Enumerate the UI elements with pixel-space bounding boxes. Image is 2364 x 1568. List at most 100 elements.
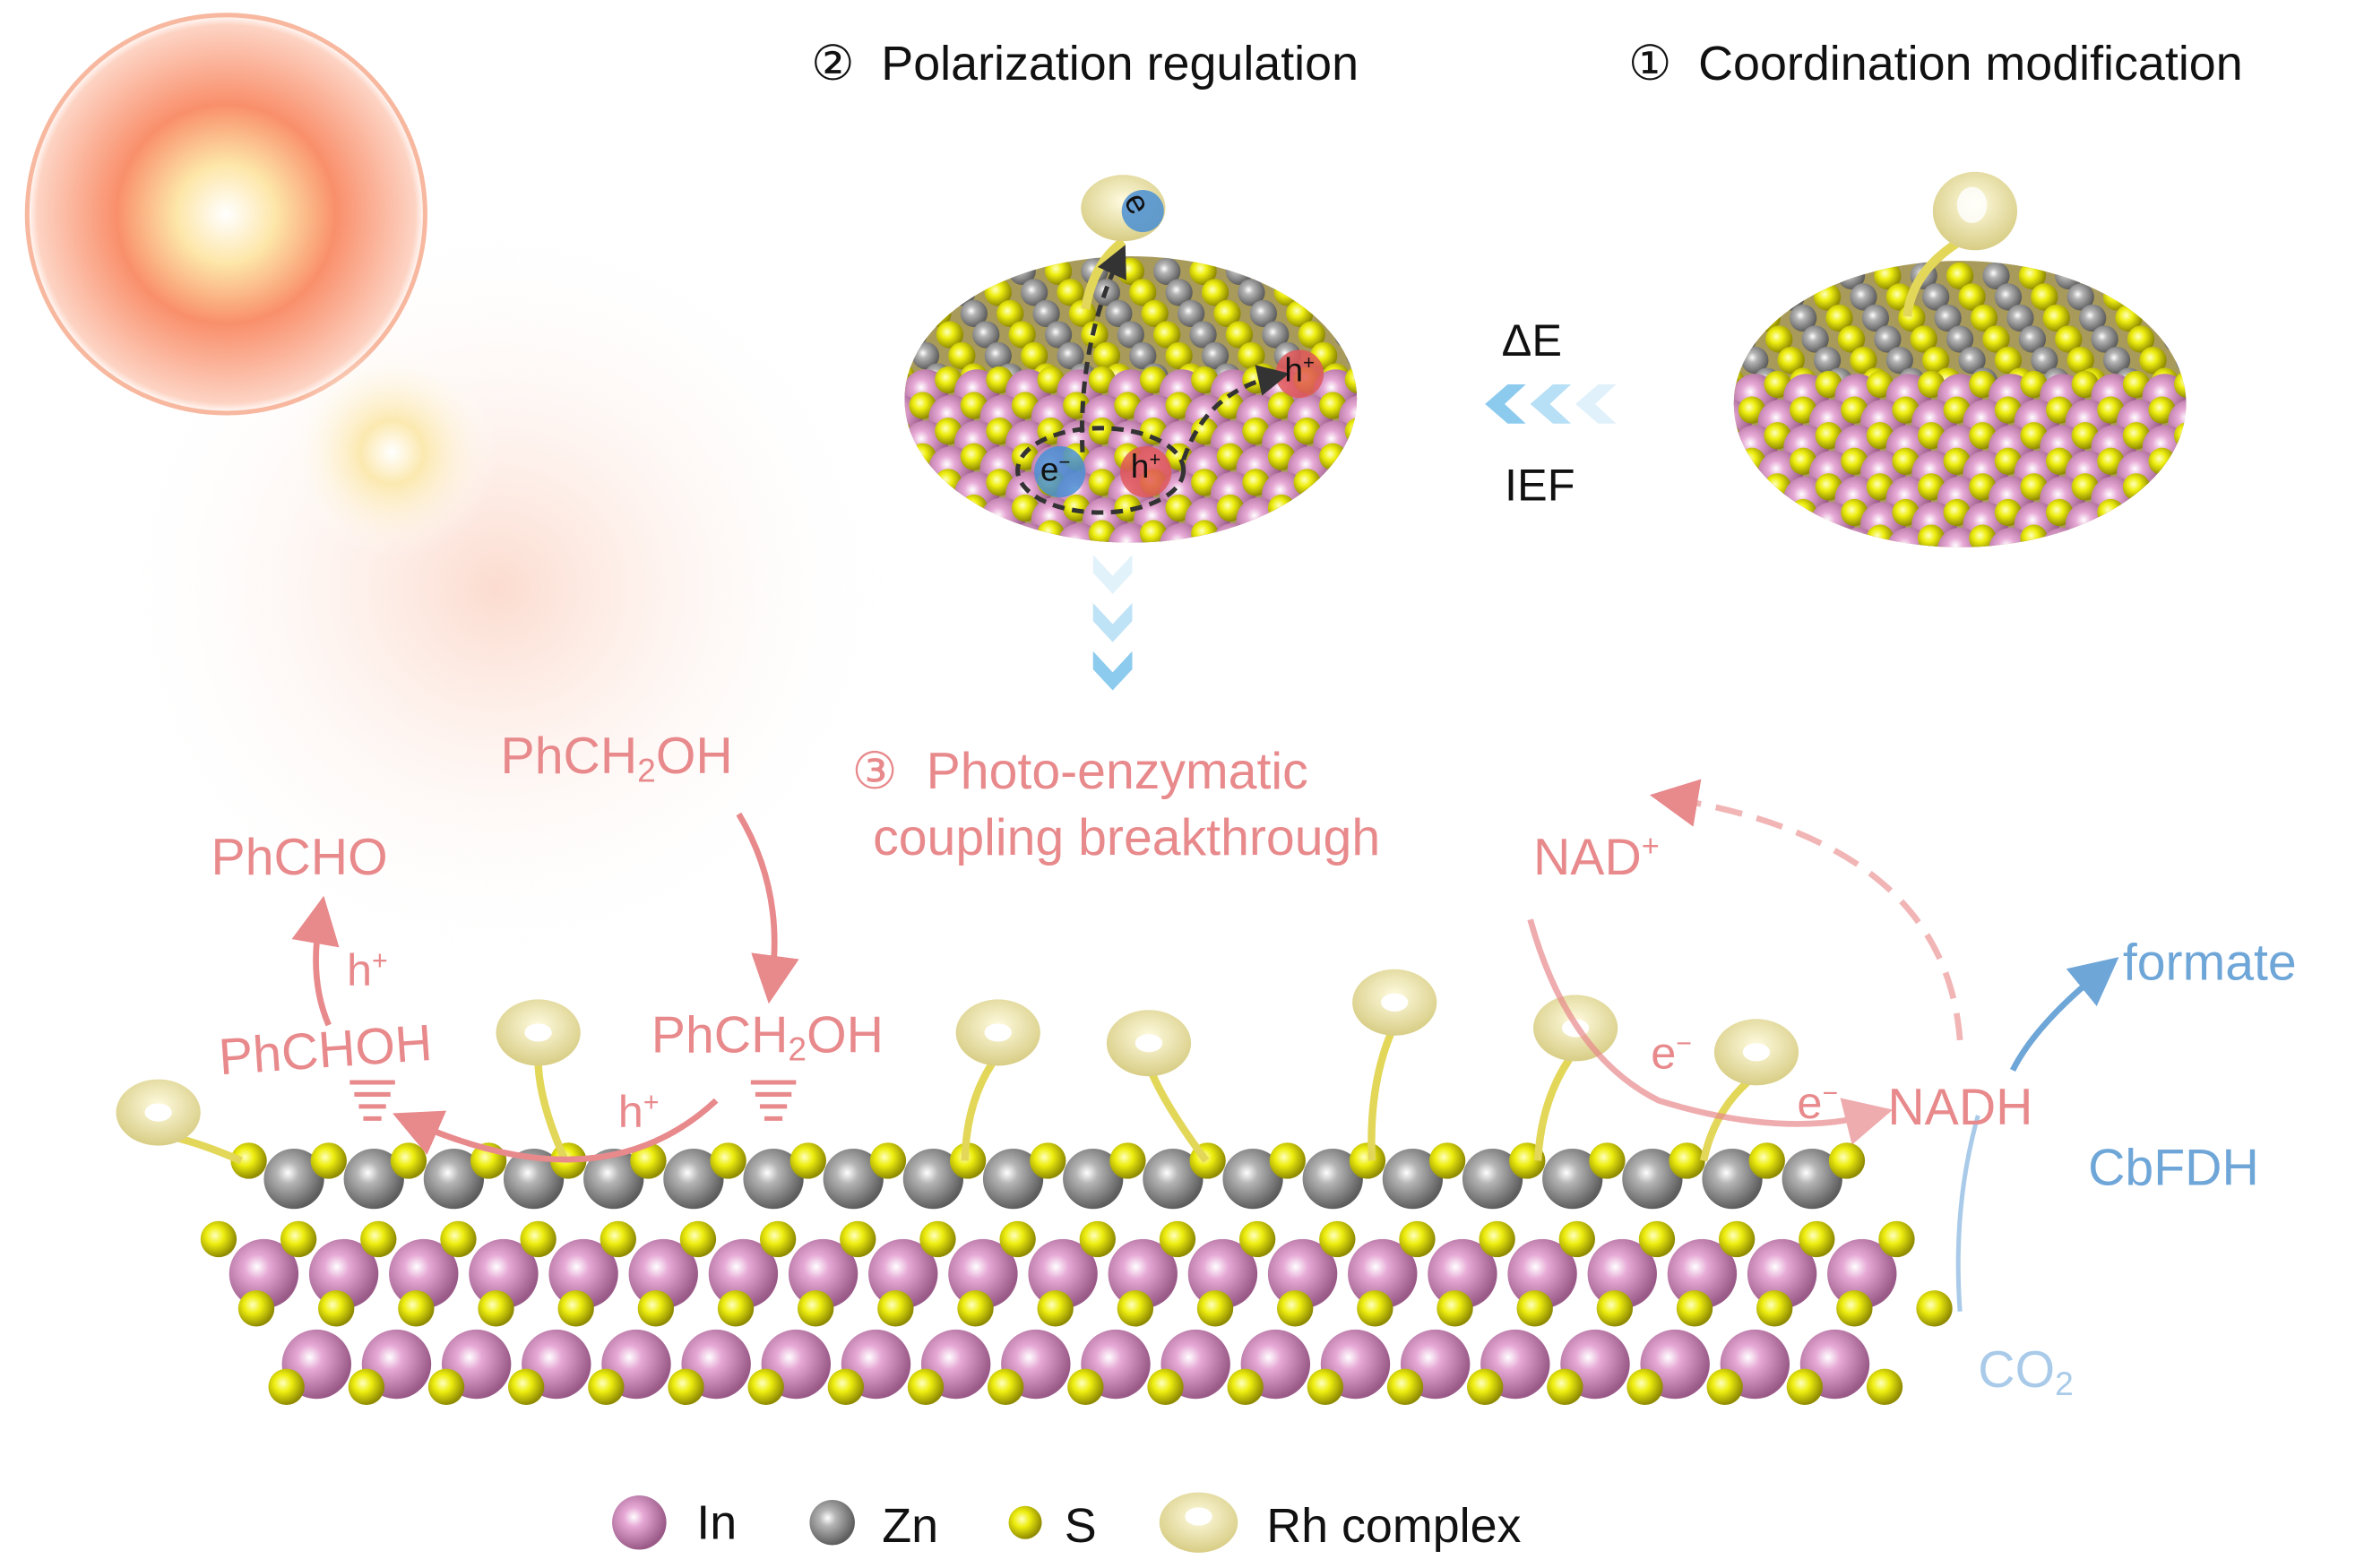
zn-atom <box>1105 299 1133 328</box>
s-atom <box>1431 300 1458 327</box>
zn-atom <box>1419 342 1445 369</box>
s-atom <box>1878 1220 1915 1258</box>
zn-atom <box>583 1148 644 1210</box>
in-atom <box>308 1238 379 1309</box>
zn-atom <box>1946 325 1974 353</box>
s-atom <box>1764 473 1791 501</box>
co2-label: CO2 <box>1978 1341 2074 1403</box>
light-glow <box>286 346 498 558</box>
in-atom <box>788 1238 858 1309</box>
s-atom <box>2328 473 2355 500</box>
in-atom <box>1578 425 1623 470</box>
s-atom <box>1516 1290 1553 1327</box>
s-atom <box>507 1368 545 1405</box>
zn-atom <box>2272 263 2299 289</box>
s-atom <box>1473 444 1500 470</box>
s-atom <box>1238 341 1265 370</box>
s-atom <box>717 1290 755 1327</box>
zn-atom <box>876 279 902 306</box>
s-atom <box>1399 1220 1436 1258</box>
s-atom <box>1319 443 1347 470</box>
legend-s-icon <box>1008 1505 1042 1539</box>
s-atom <box>2302 396 2329 423</box>
zn-atom <box>1922 283 1950 311</box>
s-atom <box>2042 304 2070 332</box>
s-atom <box>1383 342 1410 369</box>
in-atom <box>904 445 923 492</box>
in-atom <box>548 1238 618 1309</box>
legend-zn-label: Zn <box>882 1498 939 1553</box>
s-atom <box>1575 495 1602 521</box>
s-atom <box>1370 444 1397 470</box>
s-atom <box>2328 524 2355 551</box>
zn-atom <box>2102 346 2131 375</box>
in-atom <box>1416 420 1461 465</box>
s-atom <box>1357 1290 1393 1327</box>
s-atom <box>1866 524 1894 547</box>
in-atom <box>1416 369 1461 414</box>
zn-atom <box>423 1148 485 1210</box>
s-atom <box>1092 341 1121 370</box>
in-atom <box>2347 425 2364 470</box>
s-atom <box>1141 299 1169 328</box>
s-atom <box>1419 279 1445 306</box>
zn-atom <box>2066 283 2094 311</box>
s-atom <box>2187 305 2214 332</box>
s-atom <box>1958 283 1986 311</box>
s-atom <box>2174 422 2187 450</box>
s-atom <box>2251 448 2278 475</box>
step-number: ① <box>1627 36 1672 90</box>
s-atom <box>2284 347 2311 374</box>
legend-rh-complex-label: Rh complex <box>1266 1498 1522 1553</box>
zn-atom <box>2236 325 2263 352</box>
ief-label: IEF <box>1505 461 1575 512</box>
s-atom <box>1635 396 1662 423</box>
s-atom <box>2353 448 2364 475</box>
zn-atom <box>2320 347 2347 374</box>
s-atom <box>1994 346 2023 375</box>
zn-atom <box>1407 321 1434 348</box>
zn-atom <box>1020 279 1048 306</box>
in-atom <box>1416 472 1461 517</box>
s-atom <box>1467 363 1494 390</box>
s-atom <box>1635 448 1662 475</box>
in-atom <box>1390 395 1435 440</box>
in-atom <box>852 369 897 414</box>
s-atom <box>1159 1220 1196 1258</box>
s-atom <box>1213 299 1241 328</box>
s-atom <box>348 1368 385 1405</box>
s-atom <box>1558 1220 1595 1258</box>
zn-atom <box>1850 283 1877 311</box>
in-atom <box>2296 477 2341 521</box>
in-atom <box>2245 528 2290 573</box>
in-atom <box>1365 369 1410 414</box>
s-atom <box>1153 321 1181 349</box>
zn-atom <box>2091 325 2118 353</box>
in-atom <box>2322 400 2364 444</box>
s-atom <box>1738 498 1766 527</box>
in-atom <box>1467 420 1512 465</box>
s-atom <box>230 1142 267 1179</box>
zn-atom <box>1262 321 1290 349</box>
s-atom <box>2122 524 2151 547</box>
in-atom <box>2219 451 2264 495</box>
s-atom <box>1550 520 1577 547</box>
zn-atom <box>2333 368 2360 395</box>
s-atom <box>2248 283 2274 310</box>
s-atom <box>1687 499 1714 526</box>
zn-atom <box>1705 283 1732 310</box>
s-atom <box>1733 524 1740 547</box>
s-atom <box>858 392 884 418</box>
in-atom <box>389 1238 459 1309</box>
s-atom <box>1267 494 1296 522</box>
s-atom <box>1828 1142 1866 1179</box>
s-atom <box>1681 305 1708 332</box>
zn-atom <box>2284 283 2311 310</box>
electron-label: e− <box>1040 450 1071 488</box>
zn-atom <box>936 257 964 285</box>
ief-chevron-arrow <box>1485 384 1617 424</box>
s-atom <box>1319 1220 1356 1258</box>
in-atom <box>2245 477 2290 521</box>
in-atom <box>2142 476 2187 522</box>
zn-atom <box>2260 368 2287 395</box>
